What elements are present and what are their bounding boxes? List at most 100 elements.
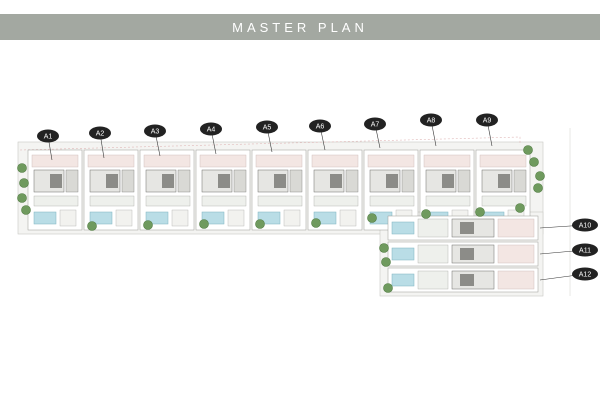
tree [523, 145, 533, 155]
front-yard [199, 154, 247, 168]
front-yard [87, 154, 135, 168]
front-yard [311, 154, 359, 168]
unit-label-a12: A12 [539, 267, 598, 281]
tree [529, 157, 539, 167]
garage [401, 169, 415, 193]
tree [367, 213, 377, 223]
stairs-core [386, 174, 398, 188]
label-badge [256, 120, 278, 134]
unit-plot [387, 215, 539, 241]
terrace [417, 218, 449, 238]
garden [171, 209, 189, 227]
garage [289, 169, 303, 193]
label-badge [572, 218, 598, 232]
terrace [425, 195, 471, 207]
unit-plot [27, 149, 83, 231]
tree [311, 218, 321, 228]
unit-plot [139, 149, 195, 231]
front-yard [255, 154, 303, 168]
tree [255, 219, 265, 229]
unit-label-a8: A8 [420, 113, 442, 147]
unit-plot [251, 149, 307, 231]
terrace [417, 270, 449, 290]
tree [383, 283, 393, 293]
garden [339, 209, 357, 227]
terrace [145, 195, 191, 207]
unit-label-a1: A1 [37, 129, 59, 161]
front-yard [479, 154, 527, 168]
tree [421, 209, 431, 219]
unit-label-a4: A4 [200, 122, 222, 155]
tree [21, 205, 31, 215]
trees [17, 145, 545, 293]
stairs-core [460, 248, 474, 260]
terrace [89, 195, 135, 207]
pool [391, 273, 415, 287]
label-badge [364, 117, 386, 131]
stairs-core [330, 174, 342, 188]
unit-plot [387, 267, 539, 293]
garage [457, 169, 471, 193]
label-text: A5 [263, 125, 272, 132]
unit-label-a5: A5 [256, 120, 278, 153]
tree [17, 193, 27, 203]
terrace [201, 195, 247, 207]
unit-plot [195, 149, 251, 231]
label-text: A10 [579, 223, 592, 230]
pool [145, 211, 169, 225]
unit-label-a3: A3 [144, 124, 166, 157]
pool [391, 247, 415, 261]
garage [65, 169, 79, 193]
garden [227, 209, 245, 227]
terrace [313, 195, 359, 207]
terrace [481, 195, 527, 207]
stairs-core [50, 174, 62, 188]
stairs-core [498, 174, 510, 188]
label-badge [572, 243, 598, 257]
tree [143, 220, 153, 230]
label-badge [89, 126, 111, 140]
stairs-core [162, 174, 174, 188]
garden [59, 209, 77, 227]
garage [513, 169, 527, 193]
stairs-core [218, 174, 230, 188]
terrace [257, 195, 303, 207]
garage [177, 169, 191, 193]
stairs-core [442, 174, 454, 188]
terrace [417, 244, 449, 264]
label-badge [572, 267, 598, 281]
pool [33, 211, 57, 225]
label-text: A6 [316, 124, 325, 131]
label-text: A12 [579, 272, 592, 279]
front-yard [497, 244, 535, 264]
unit-label-a10: A10 [539, 218, 598, 232]
unit-plot [387, 241, 539, 267]
tree [475, 207, 485, 217]
tree [535, 171, 545, 181]
label-badge [37, 129, 59, 143]
label-badge [420, 113, 442, 127]
label-badge [200, 122, 222, 136]
tree [87, 221, 97, 231]
label-text: A1 [44, 134, 53, 141]
tree [533, 183, 543, 193]
page-title: MASTER PLAN [232, 19, 368, 35]
tree [379, 243, 389, 253]
unit-plot [83, 149, 139, 231]
unit-plot [307, 149, 363, 231]
pool [89, 211, 113, 225]
garden [115, 209, 133, 227]
front-yard [423, 154, 471, 168]
side-units [387, 215, 539, 293]
garage [121, 169, 135, 193]
tree [381, 257, 391, 267]
tree [17, 163, 27, 173]
terrace [369, 195, 415, 207]
garden [283, 209, 301, 227]
label-text: A9 [483, 118, 492, 125]
terrace [33, 195, 79, 207]
tree [19, 178, 29, 188]
label-badge [144, 124, 166, 138]
unit-label-a11: A11 [539, 243, 598, 257]
